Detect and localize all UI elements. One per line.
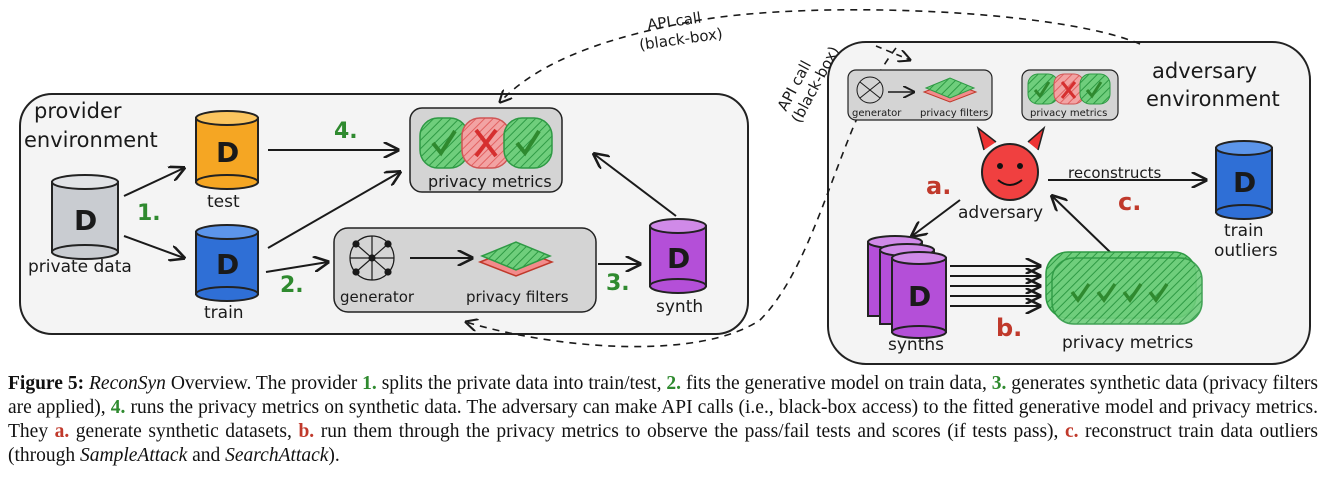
caption-text: generate synthetic datasets, <box>69 421 299 442</box>
figure-label: Figure 5: <box>8 373 85 394</box>
caption-text: runs the privacy metrics on synthetic da… <box>8 397 1318 442</box>
step-3-label: 3. <box>606 271 630 296</box>
provider-privacy-metrics-label: privacy metrics <box>428 172 552 191</box>
caption-step-4: 4. <box>110 397 126 418</box>
adversary-title-1: adversary <box>1152 59 1257 83</box>
train-outliers-label-1: train <box>1224 221 1264 241</box>
private-data-database-icon: D <box>51 174 119 260</box>
caption-step-1: 1. <box>362 373 377 394</box>
generator-label: generator <box>340 288 415 306</box>
overview-diagram: provider environment adversary environme… <box>19 8 1311 365</box>
api-call-path-generator <box>466 47 897 348</box>
svg-text:D: D <box>216 248 239 281</box>
train-outliers-label-2: outliers <box>1214 241 1278 261</box>
train-outliers-database-icon: D <box>1215 140 1273 220</box>
adversary-metrics-small-label: privacy metrics <box>1030 108 1107 119</box>
adversary-privacy-metrics-label: privacy metrics <box>1062 333 1194 353</box>
train-database-icon: D <box>195 224 259 302</box>
caption-attack-2: SearchAttack <box>225 445 329 466</box>
svg-text:D: D <box>667 242 690 275</box>
svg-text:D: D <box>1233 166 1256 199</box>
caption-text: fits the generative model on train data, <box>681 373 992 394</box>
test-database-icon: D <box>195 110 259 190</box>
adversary-devil-icon <box>976 125 1046 201</box>
synths-label: synths <box>888 335 944 355</box>
step-4-label: 4. <box>334 119 358 144</box>
private-data-label: private data <box>28 257 132 277</box>
synth-database-icon: D <box>649 218 707 294</box>
provider-title-1: provider <box>34 99 122 123</box>
adversary-privacy-metrics-stack <box>1045 251 1203 325</box>
caption-text: ). <box>328 445 340 466</box>
step-c-label: c. <box>1118 188 1141 216</box>
caption-step-a: a. <box>54 421 70 442</box>
test-label: test <box>207 192 240 212</box>
caption-step-c: c. <box>1064 421 1079 442</box>
privacy-filters-label: privacy filters <box>466 288 569 306</box>
method-name: ReconSyn <box>89 373 166 394</box>
step-1-label: 1. <box>137 201 161 226</box>
adversary-filters-icon <box>922 77 978 103</box>
caption-step-2: 2. <box>666 373 682 394</box>
synth-label: synth <box>656 297 703 317</box>
caption-attack-1: SampleAttack <box>80 445 188 466</box>
adversary-generator-icon <box>856 76 884 104</box>
adversary-filters-label: privacy filters <box>920 108 988 119</box>
provider-privacy-metrics <box>409 107 563 193</box>
api-call-path-metrics <box>500 8 1141 102</box>
step-a-label: a. <box>926 172 951 200</box>
figure-caption: Figure 5: ReconSyn Overview. The provide… <box>8 372 1318 468</box>
generator-network-icon <box>349 235 395 281</box>
adversary-title-2: environment <box>1146 87 1280 111</box>
reconstructs-label: reconstructs <box>1068 164 1161 182</box>
caption-text: run them through the privacy metrics to … <box>314 421 1065 442</box>
caption-text: reconstruct train data outliers (through <box>8 421 1318 466</box>
svg-text:D: D <box>908 280 931 313</box>
svg-text:D: D <box>74 204 97 237</box>
synths-database-stack-icon: D <box>867 235 947 339</box>
provider-title-2: environment <box>24 128 158 152</box>
caption-step-3: 3. <box>991 373 1007 394</box>
caption-text: generates synthetic data (privacy filter… <box>8 373 1318 418</box>
svg-text:D: D <box>216 136 239 169</box>
privacy-filters-icon <box>477 241 555 277</box>
adversary-label: adversary <box>958 203 1043 223</box>
train-label: train <box>204 303 244 323</box>
caption-text: Overview. The provider <box>165 373 363 394</box>
synths-to-metrics-arrows <box>950 266 1040 306</box>
caption-text: and <box>187 445 226 466</box>
adversary-generator-label: generator <box>852 108 902 119</box>
step-b-label: b. <box>996 314 1022 342</box>
step-2-label: 2. <box>280 273 304 298</box>
caption-text: splits the private data into train/test, <box>376 373 667 394</box>
caption-step-b: b. <box>298 421 315 442</box>
